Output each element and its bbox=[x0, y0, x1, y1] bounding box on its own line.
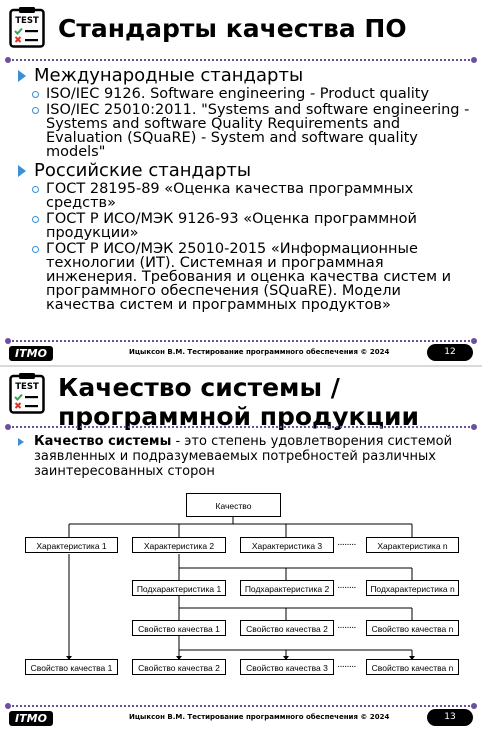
diagram-box-property: Свойство качества 2 bbox=[132, 659, 226, 675]
slide-separator bbox=[0, 365, 482, 367]
svg-text:TEST: TEST bbox=[15, 382, 39, 392]
diagram-box-root: Качество bbox=[186, 493, 281, 517]
diagram-box-characteristic: Характеристика 3 bbox=[240, 537, 334, 553]
bullet-circle-icon bbox=[32, 107, 39, 114]
slide-footer: ІТМО Ицыксон В.М. Тестирование программн… bbox=[0, 708, 482, 730]
diagram-box-property: Свойство качества 1 bbox=[132, 620, 226, 636]
footer-divider bbox=[5, 338, 477, 344]
slide-12: TEST Стандарты качества ПО Международные… bbox=[0, 7, 482, 365]
diagram-ellipsis: ········ bbox=[337, 661, 357, 672]
list-item: ГОСТ Р ИСО/МЭК 25010-2015 «Информационны… bbox=[14, 242, 472, 312]
diagram-ellipsis: ········ bbox=[337, 582, 357, 593]
diagram-box-subcharacteristic: Подхарактеристика 1 bbox=[132, 580, 226, 596]
diagram-box-characteristic: Характеристика n bbox=[366, 537, 459, 553]
diagram-box-property: Свойство качества n bbox=[366, 620, 459, 636]
slide-footer: ІТМО Ицыксон В.М. Тестирование программн… bbox=[0, 343, 482, 365]
diagram-ellipsis: ········ bbox=[337, 622, 357, 633]
page-number: 13 bbox=[427, 709, 473, 726]
list-item: ГОСТ Р ИСО/МЭК 9126-93 «Оценка программн… bbox=[14, 212, 472, 240]
itmo-logo: ІТМО bbox=[9, 711, 53, 726]
bullet-circle-icon bbox=[32, 91, 39, 98]
list-item: ISO/IEC 9126. Software engineering - Pro… bbox=[14, 87, 472, 101]
diagram-box-property: Свойство качества 1 bbox=[25, 659, 118, 675]
diagram-box-characteristic: Характеристика 2 bbox=[132, 537, 226, 553]
page-number: 12 bbox=[427, 344, 473, 361]
footer-text: Ицыксон В.М. Тестирование программного о… bbox=[129, 713, 390, 721]
diagram-box-characteristic: Характеристика 1 bbox=[25, 537, 118, 553]
svg-text:TEST: TEST bbox=[15, 16, 39, 26]
page-title: Стандарты качества ПО bbox=[58, 14, 407, 43]
diagram-box-subcharacteristic: Подхарактеристика 2 bbox=[240, 580, 334, 596]
bullet-triangle-icon bbox=[18, 70, 26, 82]
bullet-circle-icon bbox=[32, 246, 39, 253]
list-item: Российские стандарты bbox=[14, 161, 472, 180]
footer-text: Ицыксон В.М. Тестирование программного о… bbox=[129, 348, 390, 356]
title-divider bbox=[5, 424, 477, 430]
title-divider bbox=[5, 57, 477, 63]
bullet-circle-icon bbox=[32, 186, 39, 193]
bullet-triangle-icon bbox=[18, 165, 26, 177]
slide-content: Международные стандарты ISO/IEC 9126. So… bbox=[14, 66, 472, 314]
list-item: Международные стандарты bbox=[14, 66, 472, 85]
test-checklist-icon: TEST bbox=[9, 373, 45, 414]
list-item: ГОСТ 28195-89 «Оценка качества программн… bbox=[14, 182, 472, 210]
page-title: Качество системы / программной продукции bbox=[58, 373, 420, 431]
diagram-ellipsis: ········ bbox=[337, 539, 357, 550]
diagram-box-subcharacteristic: Подхарактеристика n bbox=[366, 580, 459, 596]
list-item: ISO/IEC 25010:2011. "Systems and softwar… bbox=[14, 103, 472, 159]
diagram-box-property: Свойство качества 3 bbox=[240, 659, 334, 675]
diagram-box-property: Свойство качества n bbox=[366, 659, 459, 675]
footer-divider bbox=[5, 703, 477, 709]
test-checklist-icon: TEST bbox=[9, 7, 45, 48]
slide-13: TEST Качество системы / программной прод… bbox=[0, 367, 482, 731]
bullet-circle-icon bbox=[32, 216, 39, 223]
diagram-box-property: Свойство качества 2 bbox=[240, 620, 334, 636]
itmo-logo: ІТМО bbox=[9, 346, 53, 361]
definition-bullet: Качество системы - это степень удовлетво… bbox=[14, 434, 482, 479]
bullet-triangle-icon bbox=[18, 438, 24, 446]
